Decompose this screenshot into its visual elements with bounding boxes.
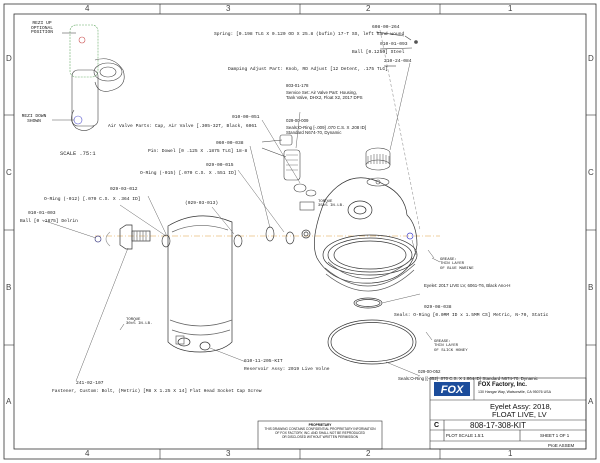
knob-part-number: 210-24-084 xyxy=(384,59,412,64)
reservoir xyxy=(167,215,233,353)
housing-part-number: 803-01-178 xyxy=(286,83,309,88)
sheet-number: SHEET 1 OF 1 xyxy=(540,433,570,438)
oring013-part-number: (029-03-013) xyxy=(185,201,219,206)
housing-description: Service Set: Air Valve Part: Housing,Tan… xyxy=(286,90,363,101)
large-seals xyxy=(327,297,417,365)
spring-description: Spring: [0.198 TLG X 0.120 OD X 25.8 (bu… xyxy=(214,32,405,37)
knob-stack xyxy=(365,29,421,231)
zone-row-b-right: B xyxy=(588,283,594,292)
zone-row-c: C xyxy=(6,168,12,177)
oring015-part-number: 029-00-015 xyxy=(206,163,234,168)
title-line-1: Eyelet Assy: 2018, xyxy=(490,402,552,411)
title-block-lines xyxy=(257,377,587,450)
zone-row-a: A xyxy=(6,397,12,406)
plot-scale: PLOT SCALE 1.5:1 xyxy=(446,433,484,438)
ball2-description: Ball [0 .1875] Delrin xyxy=(20,219,78,224)
seal2-part-number: 029-08-038 xyxy=(424,305,452,310)
zone-col-1: 1 xyxy=(508,4,513,13)
oring012-description: O-Ring (-012) [.070 C.S. X .364 ID] xyxy=(44,197,141,202)
zone-col-1-bottom: 1 xyxy=(508,449,513,458)
reservoir-part-number: 610-11-205-KIT xyxy=(244,359,283,364)
oring012-part-number: 029-03-012 xyxy=(110,187,138,192)
ball2-part-number: 010-01-003 xyxy=(28,211,56,216)
leader-lines xyxy=(41,62,421,382)
pin-part-number: 060-00-038 xyxy=(216,141,244,146)
zone-col-2: 2 xyxy=(366,4,371,13)
company-name: FOX Factory, Inc. xyxy=(478,382,527,388)
rezi-assembly xyxy=(52,24,125,131)
ball-description: Ball [0.1250] Steel xyxy=(352,50,405,55)
drawing-number: 808-17-308-KIT xyxy=(470,421,527,430)
air-valve-description: Air Valve Parts: Cap, Air Valve [.305-32… xyxy=(108,124,257,129)
svg-text:FOX: FOX xyxy=(441,384,464,396)
zone-row-d: D xyxy=(6,54,12,63)
pin-description: Pin: Dowel [0 .125 X .1875 TLG] 18-8 xyxy=(148,149,248,154)
footer-label: ProE ASSEM xyxy=(548,443,575,448)
o-rings xyxy=(94,226,295,248)
knob-description: Damping Adjust Part: Knob, RD Adjust [12… xyxy=(228,67,388,72)
zone-col-3: 3 xyxy=(226,4,231,13)
fox-logo: FOX xyxy=(434,382,470,396)
eyelet-note: Eyelet: 2017 LIVE LV, 6061-T6, Black Ano… xyxy=(424,283,511,288)
company-address: 130 Hangar Way, Watsonville, CA 95076 US… xyxy=(478,390,551,394)
seal3-description: Seals:O-Ring [(-052) .070 C.S. X 1.864 I… xyxy=(398,376,538,381)
fastener-part-number: 241-02-107 xyxy=(76,381,104,386)
zone-row-c-right: C xyxy=(588,168,594,177)
zone-col-3-bottom: 3 xyxy=(226,449,231,458)
seal-description: Seals:O-Ring [-.009] .070 C.S. X .208 ID… xyxy=(286,125,367,136)
air-valve-parts xyxy=(261,134,317,211)
proprietary-notice: PROPRIETARY THIS DRAWING CONTAINS CONFID… xyxy=(264,423,376,439)
zone-row-a-right: A xyxy=(588,397,594,406)
seal2-description: Seals: O-Ring [0.0MM ID x 1.5MM CS] Metr… xyxy=(394,313,549,318)
scale-label: SCALE .75:1 xyxy=(60,151,96,157)
reservoir-description: Reservoir Assy: 2019 Live Volne xyxy=(244,367,330,372)
size-code: C xyxy=(434,422,440,429)
zone-row-d-right: D xyxy=(588,54,594,63)
oring015-description: O-Ring (-015) [.070 C.S. X .551 ID] xyxy=(140,171,237,176)
zone-row-b: B xyxy=(6,283,12,292)
fastener-description: Fastener, Custom: Bolt, (Metric) [M8 X 1… xyxy=(52,389,262,394)
ball-part-number: 010-01-093 xyxy=(380,42,408,47)
seal-part-number: 029-00-009 xyxy=(286,118,309,123)
eyelet-body xyxy=(301,177,418,292)
zone-col-4-bottom: 4 xyxy=(85,449,90,458)
zone-col-2-bottom: 2 xyxy=(366,449,371,458)
bolt xyxy=(105,224,151,250)
air-valve-part-number: 010-00-051 xyxy=(232,115,260,120)
grease-callouts xyxy=(119,249,441,341)
title-line-2: FLOAT LIVE, LV xyxy=(492,410,547,419)
spring-part-number: 608-00-264 xyxy=(372,25,400,30)
zone-col-4: 4 xyxy=(85,4,90,13)
seal3-part-number: 029-00-052 xyxy=(418,369,441,374)
